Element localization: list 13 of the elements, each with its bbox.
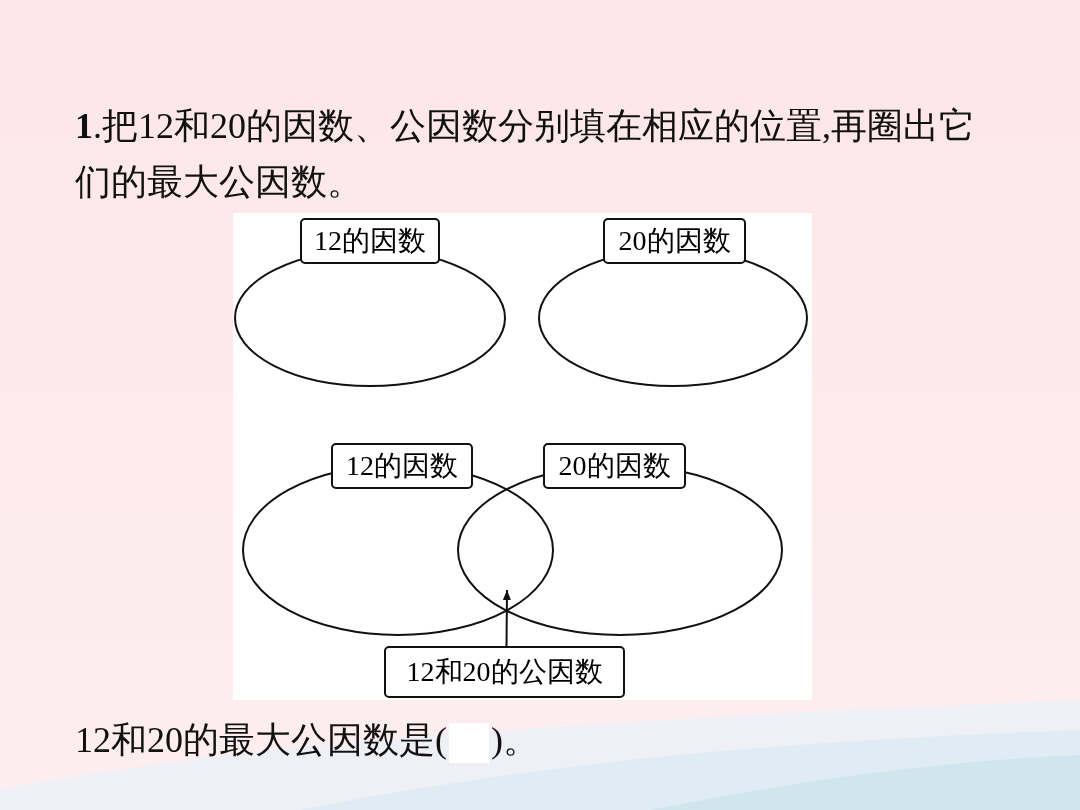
heading-label: 20的因数 xyxy=(543,443,686,489)
venn-ellipse xyxy=(538,218,810,388)
arrow xyxy=(502,589,511,647)
venn-ellipse xyxy=(234,218,506,388)
callout-label: 12和20的公因数 xyxy=(384,646,625,698)
question-text: )。 xyxy=(491,719,539,762)
venn-ellipse xyxy=(457,443,784,636)
venn-ellipse xyxy=(242,443,554,636)
heading-label: 12的因数 xyxy=(331,443,473,489)
question-text: 12和20的最大公因数是( xyxy=(75,719,447,762)
heading-label: 20的因数 xyxy=(603,218,746,264)
question-text: 1.把12和20的因数、公因数分别填在相应的位置,再圈出它们的最大公因数。 xyxy=(75,105,976,204)
heading-label: 12的因数 xyxy=(300,218,440,264)
